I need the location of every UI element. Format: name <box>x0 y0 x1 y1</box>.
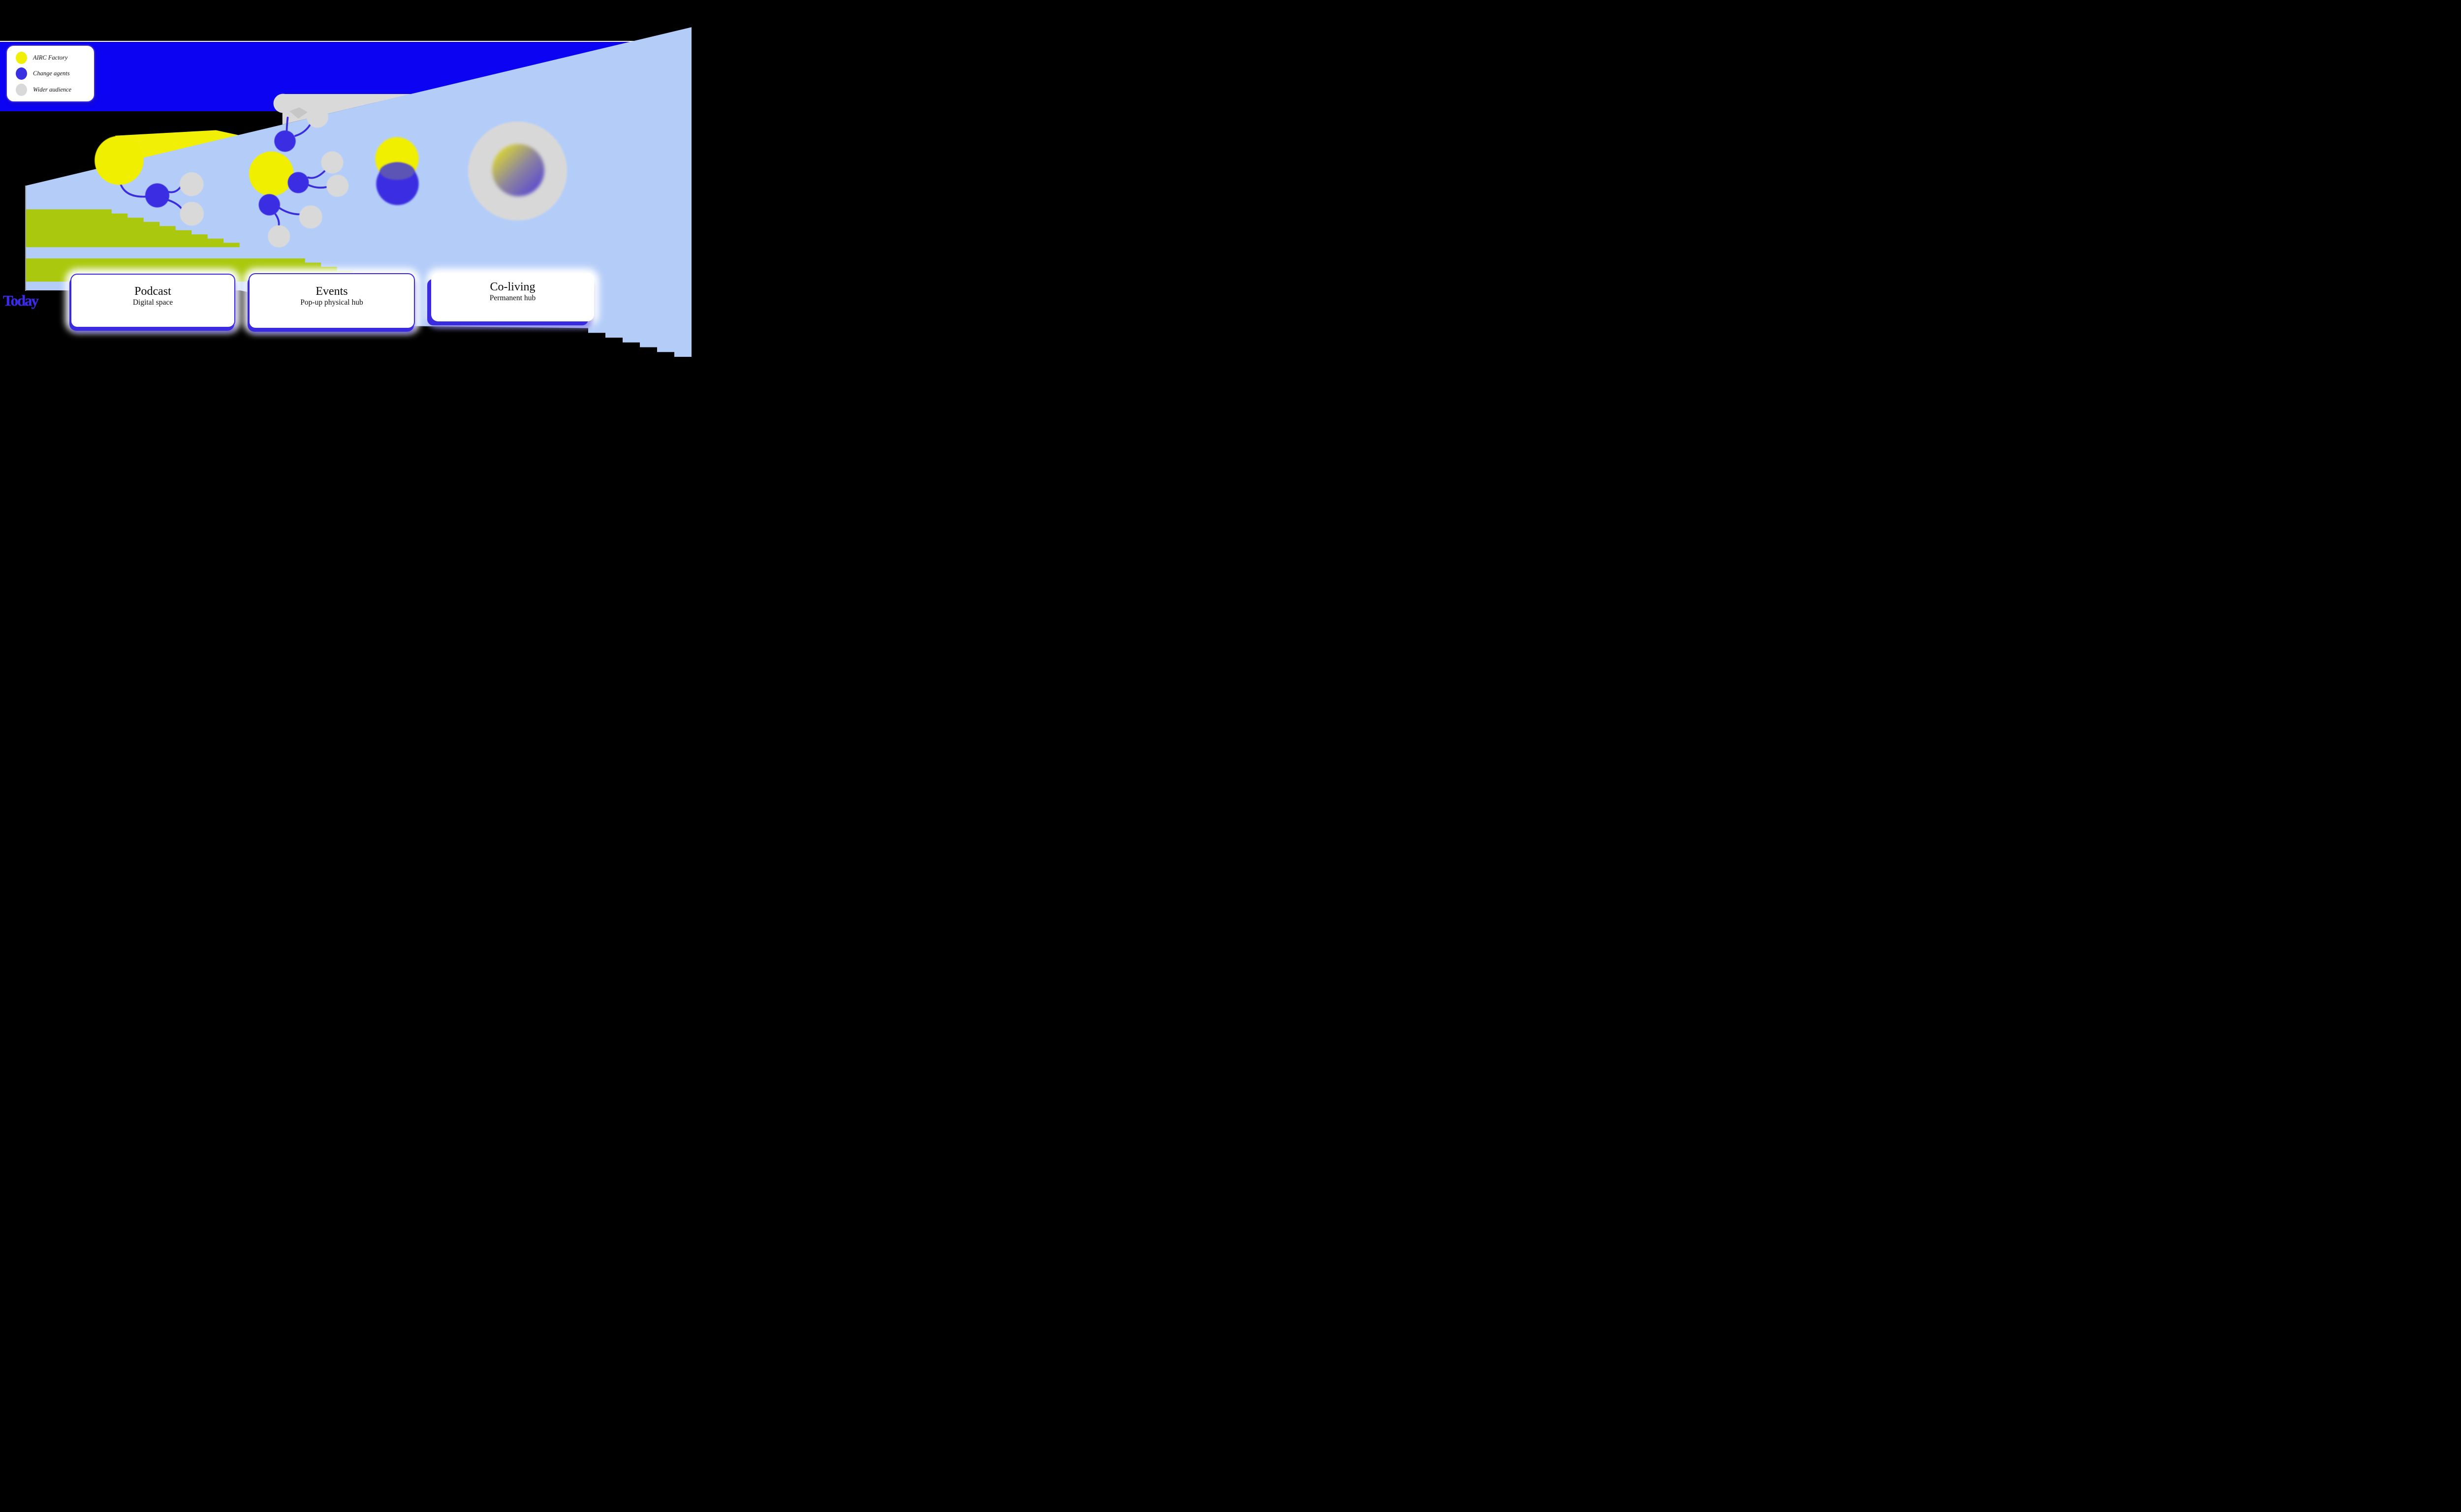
factory-circle-podcast <box>95 136 144 185</box>
stage-card-podcast: Podcast Digital space <box>70 274 235 328</box>
stage-title: Podcast <box>134 285 171 298</box>
connector-events-agent-audience-4 <box>274 213 280 227</box>
stage-subtitle: Digital space <box>132 298 173 307</box>
change-agent-events-1 <box>274 130 296 152</box>
diagram-canvas: AIRC Factory Change agents Wider audienc… <box>0 0 692 378</box>
legend-label: Change agents <box>33 70 70 77</box>
merge-overlap-lens <box>380 162 414 180</box>
audience-podcast-1 <box>180 172 204 196</box>
connector-curves <box>119 117 328 227</box>
connector-events-agent-audience-2 <box>308 184 328 189</box>
today-axis-line <box>25 186 26 291</box>
connector-events-agent-audience-3 <box>278 207 301 216</box>
stage-title: Co-living <box>490 281 536 293</box>
legend-label: Wider audience <box>33 86 72 93</box>
stage-title: Events <box>316 285 348 298</box>
connector-events-agent-audience-1 <box>307 169 326 179</box>
legend-item-change-agents: Change agents <box>7 67 94 80</box>
audience-cloud-fold <box>289 107 308 119</box>
legend-item-airc-factory: AIRC Factory <box>7 51 94 64</box>
audience-events-3 <box>299 205 322 229</box>
clusters-layer <box>95 106 567 248</box>
connector-events-cloud-agent <box>285 117 289 132</box>
factory-circle-events <box>249 151 294 196</box>
stage-subtitle: Pop-up physical hub <box>300 298 363 307</box>
connector-podcast-agent-audience-2 <box>166 199 184 211</box>
legend: AIRC Factory Change agents Wider audienc… <box>6 45 95 102</box>
connector-podcast-factory-agent <box>119 181 147 198</box>
audience-events-1 <box>321 151 344 174</box>
audience-podcast-2 <box>180 202 204 226</box>
audience-events-4 <box>268 225 290 248</box>
change-agent-events-3 <box>258 194 280 216</box>
change-agent-podcast <box>145 183 169 208</box>
legend-label: AIRC Factory <box>33 54 68 61</box>
stage-subtitle: Permanent hub <box>489 294 536 303</box>
change-agent-events-2 <box>287 172 309 193</box>
stage-card-events: Events Pop-up physical hub <box>249 273 415 329</box>
yellow-dot-icon <box>16 51 27 64</box>
connector-events-agent-audience-top <box>294 123 312 137</box>
stage-card-coliving: Co-living Permanent hub <box>431 273 594 321</box>
audience-events-top <box>307 106 328 128</box>
legend-item-wider-audience: Wider audience <box>7 83 94 96</box>
today-label: Today <box>3 292 39 309</box>
blended-core-coliving <box>492 144 544 196</box>
connector-podcast-agent-audience-1 <box>168 186 182 193</box>
audience-events-2 <box>326 175 349 197</box>
gray-dot-icon <box>16 83 27 96</box>
blue-dot-icon <box>16 67 27 80</box>
